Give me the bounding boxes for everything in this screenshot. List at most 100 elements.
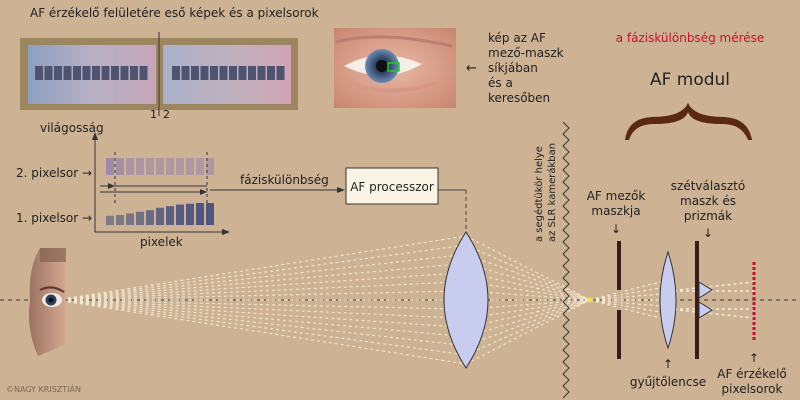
main-lens <box>443 231 489 369</box>
svg-text:az SLR kamerákban: az SLR kamerákban <box>546 143 558 242</box>
strip-cell <box>191 66 199 80</box>
row2-bar <box>206 158 214 175</box>
svg-text:síkjában: síkjában <box>488 61 538 75</box>
svg-text:AF érzékelő: AF érzékelő <box>717 367 787 381</box>
strip-cell <box>54 66 62 80</box>
af-field-marker <box>387 62 400 72</box>
prism-lower <box>698 301 713 319</box>
arrow-left-glyph: ← <box>466 61 477 76</box>
focus-point <box>587 297 593 303</box>
strip-cell <box>238 66 247 80</box>
strip-cell <box>139 66 148 80</box>
strip-cell <box>267 66 275 80</box>
row1-bar <box>156 207 164 225</box>
ray <box>55 299 467 310</box>
strip-cell <box>172 66 180 80</box>
svg-text:és a: és a <box>488 76 513 90</box>
row2-bar <box>136 158 144 175</box>
svg-text:↑: ↑ <box>749 351 759 365</box>
row2-bars <box>106 158 214 175</box>
ray <box>465 299 591 365</box>
strip-cell <box>257 66 266 80</box>
collector-label: ↑ gyűjtőlencse <box>630 357 706 389</box>
row1-bars <box>106 203 214 225</box>
strip-cell <box>276 66 285 80</box>
strip-cell <box>101 66 110 80</box>
ray <box>55 299 467 338</box>
separator-mask <box>695 241 699 359</box>
eye-photo <box>334 28 456 108</box>
row1-bar <box>166 206 174 225</box>
ray <box>55 262 467 301</box>
row2-bar <box>126 158 134 175</box>
strip-cell <box>181 66 190 80</box>
row1-bar <box>186 203 194 225</box>
ray <box>55 299 467 356</box>
row1-bar <box>206 203 214 225</box>
svg-text:kép az AF: kép az AF <box>488 31 546 45</box>
strip-cell <box>210 66 218 80</box>
divider-label-1: 1 <box>150 108 157 121</box>
to-processor-head <box>337 187 345 193</box>
ray <box>589 292 669 301</box>
ray <box>55 271 467 301</box>
ray <box>465 253 591 301</box>
ray <box>465 299 591 347</box>
strip-cell <box>200 66 209 80</box>
row2-bar <box>106 158 114 175</box>
af-module-brace <box>625 103 752 140</box>
ray <box>589 299 669 321</box>
row2-bar <box>116 158 124 175</box>
divider-label-2: 2 <box>163 108 170 121</box>
svg-text:pixelsorok: pixelsorok <box>722 382 783 396</box>
af-module-label: AF modul <box>650 70 730 90</box>
ray <box>667 281 755 292</box>
pixels-label: pixelek <box>140 235 183 249</box>
mirror-note: a segédtükör helye az SLR kamerákban <box>533 143 558 242</box>
phase-measure-title: a fáziskülönbség mérése <box>616 31 765 45</box>
strip-cell <box>130 66 138 80</box>
row2-bar <box>146 158 154 175</box>
svg-text:maszk és: maszk és <box>680 194 736 208</box>
ray <box>55 290 467 301</box>
ray <box>465 235 591 301</box>
svg-text:↓: ↓ <box>703 226 713 240</box>
row1-bar <box>176 204 184 225</box>
ray <box>589 286 669 301</box>
row2-bar <box>186 158 194 175</box>
ray <box>465 244 591 301</box>
row1-bar <box>146 210 154 225</box>
svg-text:↑: ↑ <box>663 357 673 371</box>
collector-lens <box>659 250 677 350</box>
svg-text:↓: ↓ <box>611 222 621 236</box>
phase-span-bottom-head <box>200 189 207 195</box>
row2-bar <box>176 158 184 175</box>
top-title: AF érzékelő felületére eső képek és a pi… <box>30 6 319 20</box>
row1-bar <box>196 203 204 225</box>
row2-bar <box>196 158 204 175</box>
row1-bar <box>136 211 144 225</box>
strip-cell <box>73 66 81 80</box>
svg-text:keresőben: keresőben <box>488 91 550 105</box>
row1-bar <box>116 215 124 225</box>
strip-cell <box>248 66 256 80</box>
strip-cell <box>111 66 119 80</box>
strip-cell <box>219 66 228 80</box>
field-mask-label: AF mezők maszkja ↓ <box>587 189 646 236</box>
graph-y-arrowhead <box>92 132 98 140</box>
ray <box>589 279 669 301</box>
af-processor-box <box>345 167 439 205</box>
sensor-pixel-cells <box>35 66 285 80</box>
separator-label: szétválasztó maszk és prizmák ↓ <box>671 179 745 240</box>
ray <box>589 299 669 308</box>
svg-text:mező-maszk: mező-maszk <box>488 46 564 60</box>
image-note: kép az AF mező-maszk síkjában és a keres… <box>488 31 564 105</box>
row1-bar <box>106 215 114 225</box>
phase-diff-label: fáziskülönbség <box>240 173 329 187</box>
brightness-label: világosság <box>40 121 104 135</box>
strip-cell <box>92 66 100 80</box>
ray <box>55 299 467 347</box>
ray <box>465 299 591 356</box>
af-field-mask-gap <box>617 290 621 310</box>
